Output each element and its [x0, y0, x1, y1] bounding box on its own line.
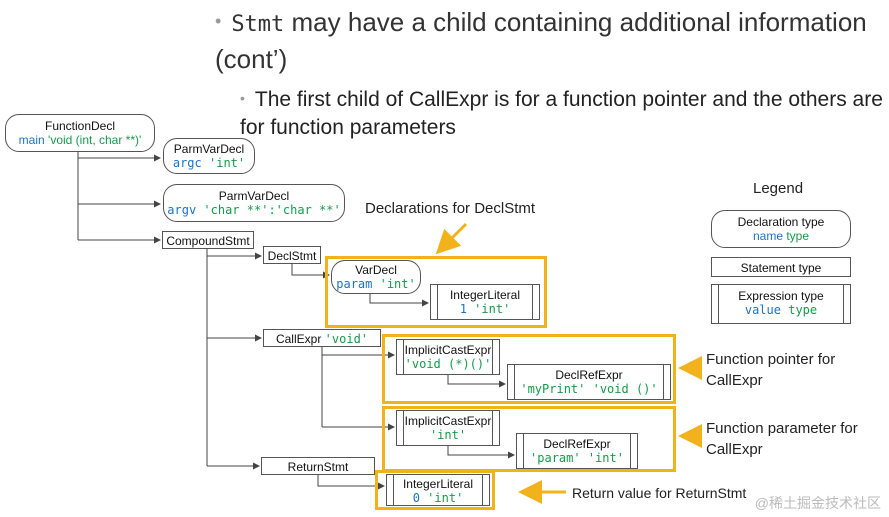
node-title: ImplicitCastExpr: [404, 414, 492, 428]
legend-label: Declaration type: [737, 215, 825, 229]
annotation-line: Function pointer for: [706, 351, 836, 368]
bullet-dot: •: [215, 11, 222, 31]
node-name: 'myPrint': [520, 382, 586, 396]
node-type: 'int': [587, 451, 624, 465]
node-title: ImplicitCastExpr: [404, 343, 492, 357]
node-implicit-cast-expr-1: ImplicitCastExpr 'void (*)()': [396, 339, 500, 375]
legend-name: name: [752, 229, 783, 243]
node-name: argv: [167, 203, 197, 217]
node-title: IntegerLiteral: [402, 477, 474, 491]
node-title: ReturnStmt: [287, 460, 349, 474]
bullet-2: •The first child of CallExpr is for a fu…: [240, 84, 885, 142]
node-implicit-cast-expr-2: ImplicitCastExpr 'int': [396, 410, 500, 446]
node-title: CallExpr: [275, 332, 322, 346]
node-call-expr: CallExpr 'void': [263, 329, 381, 347]
node-type: 'void': [324, 332, 369, 346]
node-type: 'int': [209, 156, 246, 170]
node-parm-var-decl-argv: ParmVarDecl argv 'char **':'char **': [163, 184, 345, 222]
annotation-function-pointer: Function pointer for CallExpr: [706, 349, 835, 391]
node-type: 'void ()': [592, 382, 658, 396]
return-value-highlight-box: [375, 470, 495, 510]
bullet-1-code: Stmt: [231, 12, 285, 37]
node-var-decl: VarDecl param 'int': [331, 260, 421, 294]
legend-label: Expression type: [738, 289, 824, 303]
node-title: ParmVarDecl: [173, 142, 245, 156]
watermark: @稀土掘金技术社区: [754, 495, 881, 511]
annotation-line: Function parameter for: [706, 420, 858, 437]
node-type: 'int': [379, 277, 416, 291]
node-name: argc: [172, 156, 202, 170]
function-pointer-highlight-box: [382, 334, 676, 404]
annotation-return-value: Return value for ReturnStmt: [572, 485, 747, 501]
node-title: DeclRefExpr: [543, 437, 611, 451]
node-title: DeclRefExpr: [555, 368, 623, 382]
annotation-line: CallExpr: [706, 372, 763, 389]
node-title: FunctionDecl: [44, 119, 116, 133]
bullet-1-text: may have a child containing additional i…: [215, 7, 867, 74]
bullet-2-text: The first child of CallExpr is for a fun…: [240, 88, 883, 139]
annotation-declarations-for-declstmt: Declarations for DeclStmt: [365, 200, 536, 217]
node-title: IntegerLiteral: [449, 288, 521, 302]
legend-value: value: [744, 303, 781, 317]
legend-statement: Statement type: [711, 257, 851, 277]
node-type: 'int': [427, 491, 464, 505]
node-integer-literal-1: IntegerLiteral 1 'int': [430, 284, 540, 320]
node-type: 'int': [429, 428, 467, 442]
legend-declaration: Declaration type name type: [711, 210, 851, 248]
node-name: 'param': [530, 451, 581, 465]
annotation-line: CallExpr: [706, 441, 763, 458]
node-decl-ref-expr-2: DeclRefExpr 'param' 'int': [516, 433, 638, 469]
legend-label: Statement type: [740, 261, 822, 275]
node-return-stmt: ReturnStmt: [261, 457, 375, 475]
node-parm-var-decl-argc: ParmVarDecl argc 'int': [163, 138, 255, 174]
bullet-1: • Stmt may have a child containing additi…: [215, 4, 875, 76]
node-decl-stmt: DeclStmt: [263, 246, 321, 264]
node-value: 0: [412, 491, 420, 505]
node-value: 1: [459, 302, 467, 316]
declstmt-highlight-box: [325, 256, 547, 328]
legend-type: type: [786, 229, 810, 243]
node-title: VarDecl: [355, 263, 397, 277]
annotation-function-parameter: Function parameter for CallExpr: [706, 418, 858, 460]
function-parameter-highlight-box: [382, 406, 676, 472]
legend-type: type: [788, 303, 818, 317]
node-compound-stmt: CompoundStmt: [162, 231, 254, 249]
node-function-decl: FunctionDecl main 'void (int, char **)': [5, 114, 155, 152]
node-decl-ref-expr-1: DeclRefExpr 'myPrint' 'void ()': [507, 364, 671, 400]
node-type: 'char **':'char **': [203, 203, 341, 217]
node-integer-literal-0: IntegerLiteral 0 'int': [386, 474, 490, 506]
node-title: ParmVarDecl: [218, 189, 290, 203]
node-type: 'void (int, char **)': [48, 133, 142, 147]
node-name: param: [336, 277, 373, 291]
node-title: CompoundStmt: [166, 234, 250, 248]
legend-title: Legend: [753, 180, 804, 197]
legend-expression: Expression type value type: [711, 284, 851, 324]
node-title: DeclStmt: [267, 249, 317, 263]
node-type: 'int': [474, 302, 511, 316]
bullet-dot: •: [240, 90, 245, 106]
node-type: 'void (*)()': [404, 357, 492, 371]
node-name: main: [18, 133, 45, 147]
